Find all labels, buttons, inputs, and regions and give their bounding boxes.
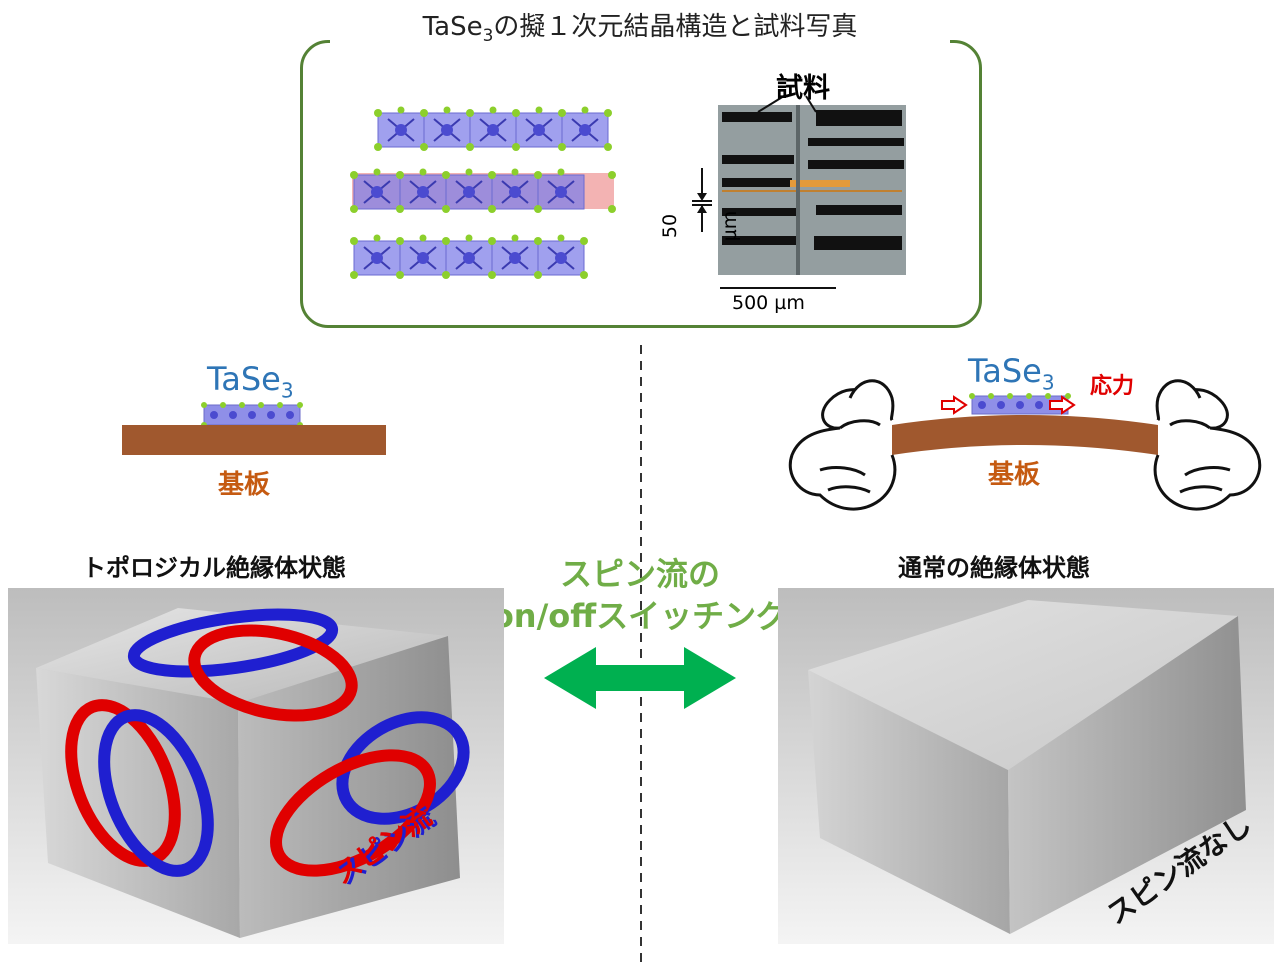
left-material-label: TaSe3 — [207, 360, 294, 403]
horizontal-scale-label: 500 µm — [732, 292, 805, 314]
right-substrate-label: 基板 — [988, 460, 1041, 490]
switching-double-arrow — [544, 647, 736, 709]
crystal-chain-2 — [349, 167, 616, 214]
right-hand-icon — [1153, 379, 1262, 511]
sample-pointer — [757, 95, 785, 113]
stress-arrow-right — [1049, 395, 1076, 415]
right-material-label: TaSe3 — [968, 352, 1055, 395]
top-panel-title: TaSe3の擬１次元結晶構造と試料写真 — [330, 6, 950, 47]
left-substrate — [122, 425, 386, 455]
left-substrate-label: 基板 — [218, 470, 271, 500]
left-hand-icon — [788, 379, 897, 511]
right-substrate — [892, 415, 1158, 455]
spin-loop-side-red — [270, 749, 436, 877]
topological-insulator-block — [8, 588, 504, 944]
stress-arrow-left — [941, 395, 968, 415]
normal-insulator-block — [778, 588, 1274, 944]
left-sample-on-substrate — [122, 402, 386, 455]
vertical-scale-label: 50 µm — [659, 210, 741, 242]
sample-photo — [692, 95, 906, 289]
spin-loop-front-blue — [98, 709, 214, 877]
switching-caption-line1: スピン流の — [559, 555, 720, 593]
sample-label: 試料 — [776, 73, 830, 104]
spin-loop-top-red — [188, 624, 358, 722]
left-block-heading: トポロジカル絶縁体状態 — [82, 554, 346, 582]
center-divider — [640, 345, 642, 965]
crystal-chain-1 — [373, 105, 612, 152]
right-bent-setup — [788, 379, 1262, 511]
crystal-structure-diagram — [349, 105, 616, 280]
stress-label: 応力 — [1090, 374, 1135, 399]
right-block-heading: 通常の絶縁体状態 — [898, 554, 1090, 582]
switching-caption: スピン流の on/offスイッチング — [460, 553, 820, 637]
spin-loop-top-blue — [127, 608, 339, 678]
switching-caption-line2: on/offスイッチング — [491, 597, 789, 635]
crystal-chain-3 — [349, 233, 588, 280]
